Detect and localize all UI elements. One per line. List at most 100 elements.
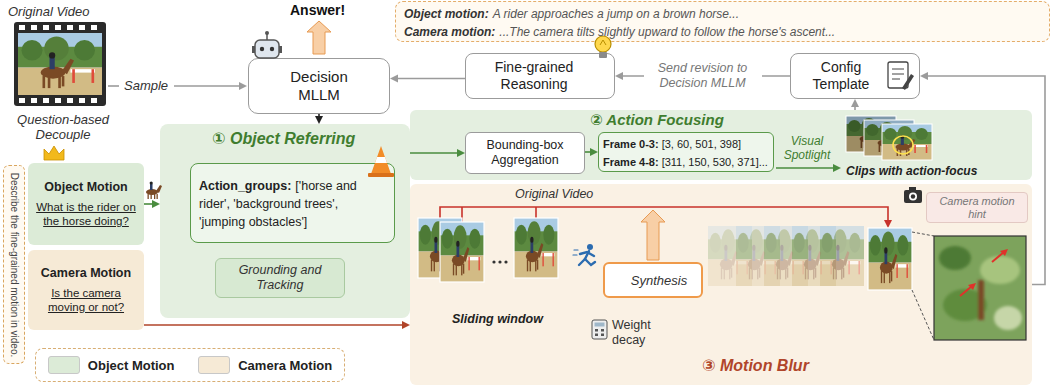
decision-box: Decision MLLM — [248, 58, 390, 114]
grounding-box: Grounding and Tracking — [215, 258, 345, 298]
visual-spotlight-arrow — [776, 164, 841, 172]
connector — [315, 114, 323, 124]
text: Bounding-box Aggregation — [472, 138, 578, 168]
text: Fine-grained Reasoning — [480, 59, 588, 93]
text: ③ Motion Blur — [702, 356, 809, 375]
connector — [851, 99, 859, 110]
bulb-icon — [595, 36, 611, 58]
connector — [585, 148, 598, 156]
arrow-head — [402, 321, 410, 329]
reasoning-box: Fine-grained Reasoning — [465, 53, 615, 99]
text: [3, 60, 501, 398] — [662, 138, 742, 150]
crown-icon — [44, 146, 64, 160]
label-slot: Original Video — [8, 4, 89, 19]
legend-swatch — [198, 356, 230, 374]
text: Describe the fine-grained motion in vide… — [8, 172, 20, 357]
camera-hint-box: Camera motion hint — [926, 192, 1028, 223]
object-referring-region: ① Object ReferringAction_groups:['horse … — [160, 124, 410, 318]
action-focus-clips — [846, 116, 932, 160]
zoom-inset — [912, 232, 1026, 340]
legend-swatch — [48, 356, 80, 374]
label-slot: Weight decay — [612, 318, 668, 348]
label-slot: Original Video — [515, 187, 593, 201]
motion-blur-region: ③ Motion Blur Synthesis Camera motion hint — [410, 184, 1032, 385]
rotated-slot: Describe the fine-grained motion in vide… — [8, 172, 20, 357]
prompt-box: Describe the fine-grained motion in vide… — [3, 165, 25, 364]
object-motion-panel: Object MotionWhat is the rider on the ho… — [28, 163, 144, 245]
text: Camera motion hint — [930, 195, 1024, 221]
config-box: Config Template — [790, 53, 920, 99]
connector — [920, 72, 1045, 285]
answer-arrow — [307, 21, 331, 54]
connector-line — [854, 107, 856, 110]
connector-line — [398, 78, 465, 80]
label-slot: Sample — [124, 78, 168, 93]
text: Sample — [124, 78, 168, 93]
text-row: Action_groups:['horse and rider', 'backg… — [199, 176, 360, 230]
label-slot: Sliding window — [452, 312, 543, 326]
connector-line — [585, 151, 590, 153]
text: Original Video — [515, 187, 593, 201]
video-frames — [418, 218, 558, 282]
text: Is the camera moving or not? — [33, 286, 139, 314]
text: Original Video — [8, 4, 89, 19]
arrow-head — [920, 72, 928, 80]
camera-icon — [904, 187, 922, 203]
text-slot: ② Action Focusing — [590, 111, 724, 129]
text-slot: ③ Motion Blur — [702, 356, 809, 375]
arrow-head — [615, 72, 623, 80]
runner-icon — [573, 244, 595, 265]
text-row: Frame 4-8:[311, 150, 530, 371]... — [603, 152, 769, 170]
arrow-head — [315, 116, 323, 124]
text: Sliding window — [452, 312, 543, 326]
legend-item: Camera Motion — [198, 356, 332, 374]
label-slot: Answer! — [290, 2, 345, 18]
text: Send revision to Decision MLLM — [644, 61, 762, 91]
text: A rider approaches a jump on a brown hor… — [493, 7, 739, 21]
text: Question-based Decouple — [4, 112, 122, 142]
arrow-head — [590, 148, 598, 156]
calculator-icon — [592, 320, 607, 339]
text: Grounding and Tracking — [224, 263, 336, 293]
sliding-window-bracket — [440, 207, 892, 228]
text: Synthesis — [631, 273, 687, 288]
legend-box: Object MotionCamera Motion — [35, 348, 345, 382]
text: Visual Spotlight — [778, 134, 836, 162]
connector — [410, 149, 465, 157]
text-row: Camera motion:...The camera tilts slight… — [404, 22, 1041, 40]
text: Object Motion — [44, 180, 127, 194]
connector-line — [144, 324, 402, 326]
arrow-head — [457, 149, 465, 157]
text: Weight decay — [612, 318, 668, 348]
answer-note: Object motion: A rider approaches a jump … — [395, 1, 1050, 42]
text: Action_groups: — [199, 179, 291, 193]
text: Frame 0-3: — [603, 138, 659, 150]
text-row: Frame 0-3:[3, 60, 501, 398] — [603, 134, 769, 152]
label-slot: Visual Spotlight — [778, 134, 836, 162]
text: Answer! — [290, 2, 345, 18]
action-groups-box: Action_groups:['horse and rider', 'backg… — [190, 163, 395, 243]
text-slot: ① Object Referring — [212, 129, 355, 148]
text-row: Object motion: A rider approaches a jump … — [404, 4, 1041, 22]
text: Object motion: — [404, 7, 489, 21]
text: ① Object Referring — [212, 129, 355, 148]
connector — [390, 75, 465, 83]
connector-line — [318, 114, 320, 116]
blurred-frames — [708, 226, 912, 290]
config-doc-icon — [888, 62, 914, 90]
connector-line — [144, 203, 152, 205]
text: [311, 150, 530, 371]... — [662, 156, 768, 168]
arrow-head — [152, 200, 160, 208]
text: Config Template — [801, 59, 881, 93]
text: ...The camera tilts slightly upward to f… — [499, 25, 835, 39]
robot-icon — [252, 31, 282, 58]
text: Decision MLLM — [279, 68, 359, 104]
text: Camera Motion — [238, 358, 332, 373]
text: What is the rider on the horse doing? — [33, 200, 139, 228]
connector-line — [928, 76, 1045, 285]
arrow-head — [851, 99, 859, 107]
synthesis-arrow — [641, 210, 665, 260]
frame-bbox-box: Frame 0-3:[3, 60, 501, 398]Frame 4-8:[31… — [598, 132, 774, 172]
camera-motion-panel: Camera MotionIs the camera moving or not… — [28, 250, 144, 330]
